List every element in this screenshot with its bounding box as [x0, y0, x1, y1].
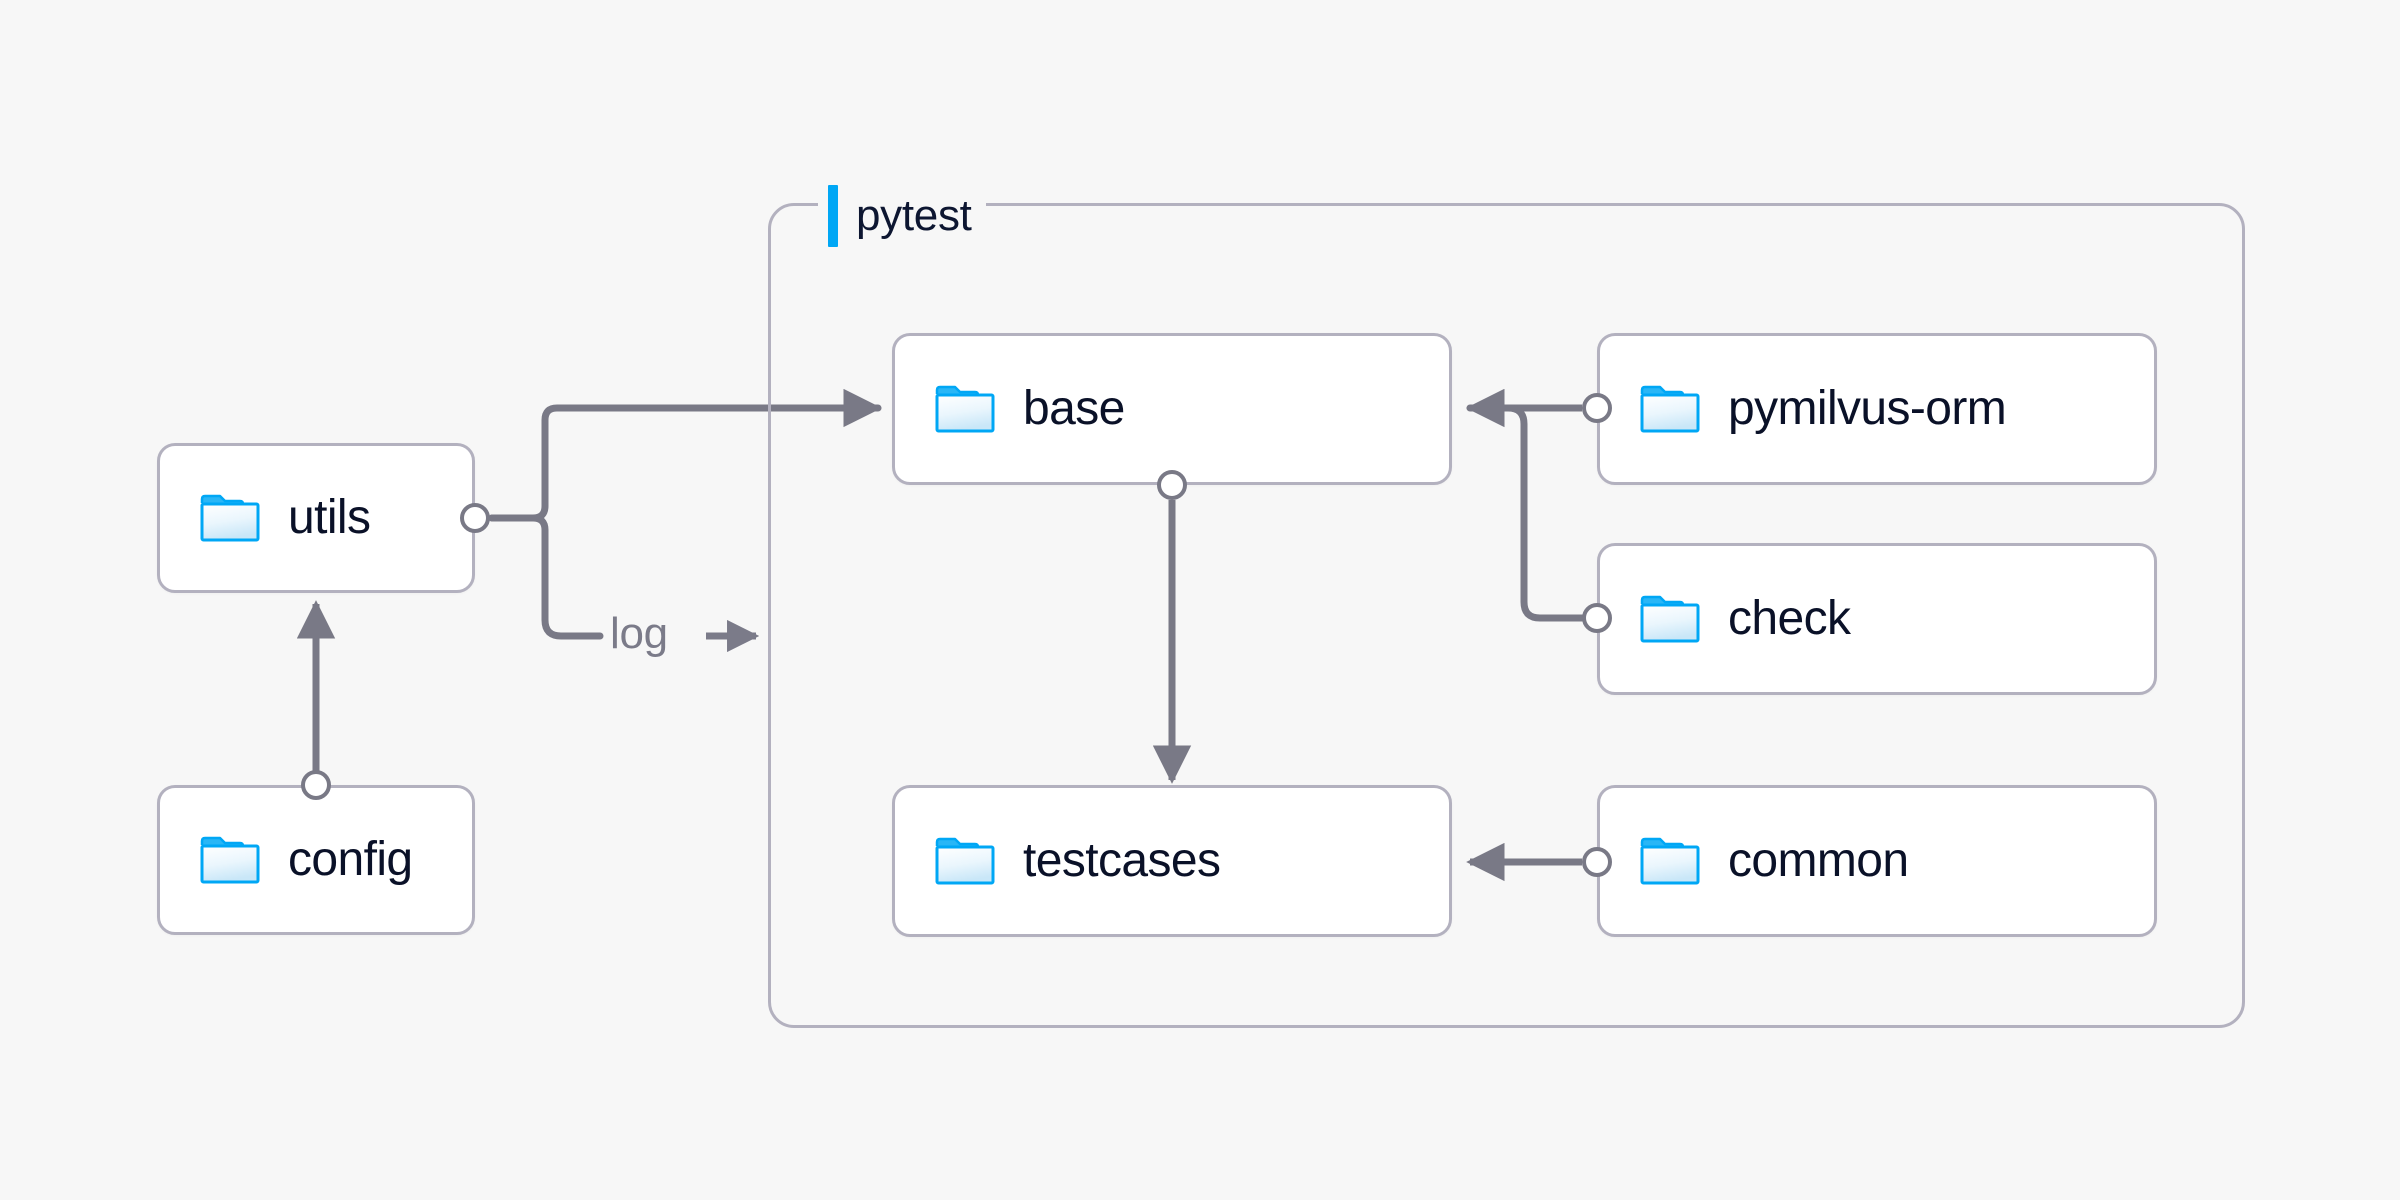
port-pymilvus-orm-left[interactable]: [1582, 393, 1612, 423]
node-label: pymilvus-orm: [1728, 382, 2007, 435]
folder-icon: [200, 493, 262, 543]
edge-utils-to-log: [488, 514, 604, 640]
folder-icon: [1640, 594, 1702, 644]
group-title: pytest: [856, 191, 972, 240]
folder-icon: [1640, 384, 1702, 434]
folder-icon: [1640, 836, 1702, 886]
node-base[interactable]: base: [892, 333, 1452, 485]
port-common-left[interactable]: [1582, 847, 1612, 877]
folder-icon: [200, 835, 262, 885]
group-container-pytest: [768, 203, 2245, 1028]
port-base-bottom[interactable]: [1157, 470, 1187, 500]
node-common[interactable]: common: [1597, 785, 2157, 937]
node-check[interactable]: check: [1597, 543, 2157, 695]
node-testcases[interactable]: testcases: [892, 785, 1452, 937]
folder-icon: [935, 836, 997, 886]
node-label: common: [1728, 834, 1909, 887]
node-pymilvus-orm[interactable]: pymilvus-orm: [1597, 333, 2157, 485]
port-check-left[interactable]: [1582, 603, 1612, 633]
node-config[interactable]: config: [157, 785, 475, 935]
node-utils[interactable]: utils: [157, 443, 475, 593]
folder-icon: [935, 384, 997, 434]
port-config-top[interactable]: [301, 770, 331, 800]
edge-label-log: log: [604, 612, 674, 656]
node-label: testcases: [1023, 834, 1221, 887]
node-label: utils: [288, 491, 371, 544]
group-accent-bar: [828, 185, 838, 247]
node-label: base: [1023, 382, 1125, 435]
node-label: config: [288, 833, 413, 886]
group-label-pytest: pytest: [818, 184, 986, 248]
node-label: check: [1728, 592, 1851, 645]
port-utils-right[interactable]: [460, 503, 490, 533]
